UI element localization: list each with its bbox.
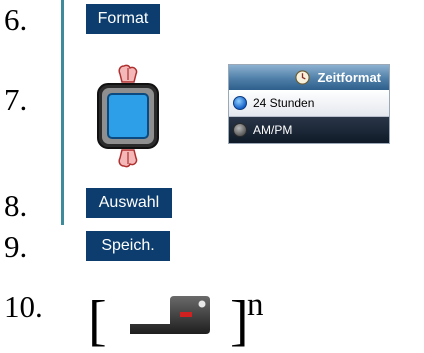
option-24-hours[interactable]: 24 Stunden [229, 90, 389, 117]
navigation-key-icon [130, 296, 210, 334]
option-label: AM/PM [253, 123, 293, 137]
save-button[interactable]: Speich. [86, 231, 170, 261]
radio-selected-icon [233, 96, 247, 110]
step-number-8: 8. [4, 188, 28, 223]
time-format-panel: Zeitformat 24 Stunden AM/PM [228, 64, 390, 144]
option-am-pm[interactable]: AM/PM [229, 117, 389, 143]
scroll-down-hand-icon [118, 149, 138, 168]
scroll-up-hand-icon [118, 64, 138, 83]
radio-unselected-icon [233, 123, 247, 137]
option-label: 24 Stunden [253, 96, 315, 110]
scroll-device-icon [97, 64, 159, 168]
panel-header: Zeitformat [229, 65, 389, 90]
section-divider [61, 0, 64, 225]
open-bracket: [ [88, 290, 107, 352]
select-button[interactable]: Auswahl [86, 188, 172, 218]
clock-icon [295, 70, 311, 85]
panel-title: Zeitformat [317, 70, 381, 85]
close-bracket: ] [230, 290, 249, 352]
step-number-10: 10. [4, 289, 43, 324]
step-number-9: 9. [4, 229, 28, 264]
step-number-7: 7. [4, 82, 28, 117]
step-number-6: 6. [4, 2, 28, 37]
format-button[interactable]: Format [86, 4, 160, 34]
repeat-exponent: n [247, 287, 264, 323]
